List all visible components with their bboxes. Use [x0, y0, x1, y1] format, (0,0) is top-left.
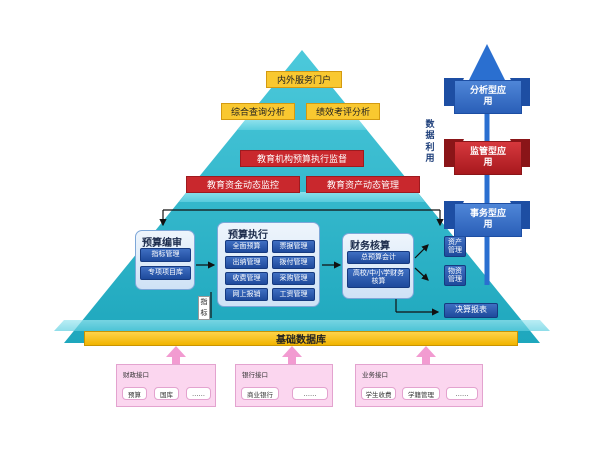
general-budget-accounting-button[interactable]: 总预算会计 [347, 251, 410, 264]
budget-supervision-box[interactable]: 教育机构预算执行监督 [240, 150, 364, 167]
asset-management-box[interactable]: 教育资产动态管理 [306, 176, 420, 193]
asset-manage-side-button[interactable]: 资产管理 [444, 236, 466, 257]
budget-interface-button[interactable]: 预算 [122, 387, 147, 400]
final-report-button[interactable]: 决算报表 [444, 303, 498, 318]
query-analysis-box[interactable]: 综合查询分析 [221, 103, 295, 120]
budget-compile-panel: 预算编审 指标管理 专项项目库 [135, 230, 195, 290]
treasury-interface-button[interactable]: 国库 [154, 387, 179, 400]
fund-monitoring-box[interactable]: 教育资金动态监控 [186, 176, 300, 193]
overall-budget-button[interactable]: 全面预算 [225, 240, 268, 253]
business-interface-panel: 业务接口 学生收费 学籍管理 …… [355, 364, 483, 407]
business-interface-title: 业务接口 [362, 371, 388, 379]
finance-interface-title: 财政接口 [123, 371, 149, 379]
cashier-management-button[interactable]: 出纳管理 [225, 256, 268, 269]
data-use-label: 数据利用 [425, 120, 435, 164]
supervision-application-ribbon[interactable]: 监管型应用 [454, 141, 522, 175]
indicator-management-button[interactable]: 指标管理 [140, 248, 191, 262]
finance-panel: 财务核算 总预算会计 高校/中小学财务核算 [342, 233, 414, 299]
bank-interface-title: 银行接口 [242, 371, 268, 379]
disbursement-management-button[interactable]: 拨付管理 [272, 256, 315, 269]
invoice-management-button[interactable]: 票据管理 [272, 240, 315, 253]
material-manage-side-button[interactable]: 物资管理 [444, 265, 466, 286]
budget-compile-title: 预算编审 [142, 238, 182, 249]
performance-analysis-box[interactable]: 绩效考评分析 [306, 103, 380, 120]
more-finance-interface-button[interactable]: …… [186, 387, 211, 400]
finance-title: 财务核算 [350, 241, 390, 252]
procurement-management-button[interactable]: 采购管理 [272, 272, 315, 285]
commercial-bank-button[interactable]: 商业银行 [241, 387, 279, 400]
enrollment-management-button[interactable]: 学籍管理 [402, 387, 440, 400]
transaction-application-ribbon[interactable]: 事务型应用 [454, 203, 522, 237]
foundation-database-bar: 基础数据库 [84, 331, 518, 346]
budget-exec-panel: 预算执行 全面预算 票据管理 出纳管理 拨付管理 收费管理 采购管理 网上报销 … [217, 222, 320, 307]
finance-interface-panel: 财政接口 预算 国库 …… [116, 364, 216, 407]
portal-box[interactable]: 内外服务门户 [266, 71, 342, 88]
bank-interface-panel: 银行接口 商业银行 …… [235, 364, 333, 407]
more-business-interface-button[interactable]: …… [446, 387, 478, 400]
student-fee-button[interactable]: 学生收费 [361, 387, 396, 400]
school-accounting-button[interactable]: 高校/中小学财务核算 [347, 268, 410, 288]
more-bank-interface-button[interactable]: …… [292, 387, 328, 400]
analysis-application-ribbon[interactable]: 分析型应用 [454, 80, 522, 114]
online-reimbursement-button[interactable]: 网上报销 [225, 288, 268, 301]
indicator-tag: 指标 [198, 296, 210, 320]
project-library-button[interactable]: 专项项目库 [140, 266, 191, 280]
payroll-management-button[interactable]: 工资管理 [272, 288, 315, 301]
budget-exec-title: 预算执行 [228, 230, 268, 241]
fee-management-button[interactable]: 收费管理 [225, 272, 268, 285]
